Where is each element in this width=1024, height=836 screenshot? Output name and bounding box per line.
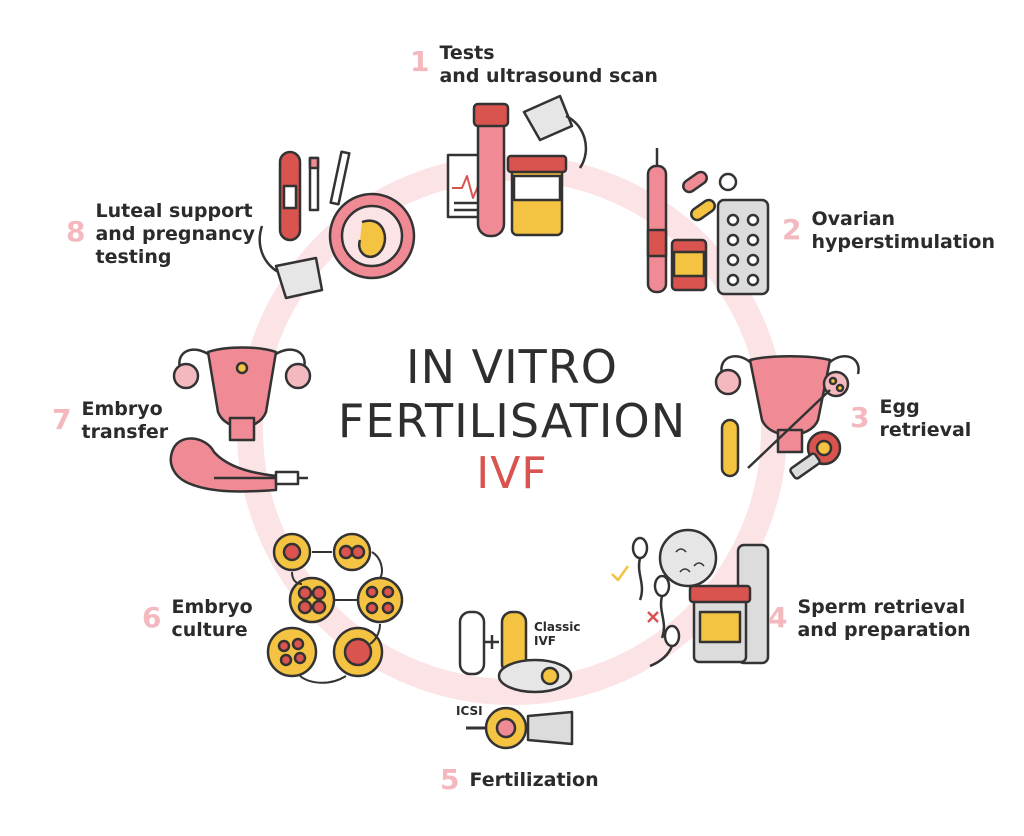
- step-text-line: Embryo: [81, 398, 163, 420]
- step-text-line: hyperstimulation: [811, 231, 995, 253]
- pill-blister-icon: [716, 198, 770, 296]
- step-number: 6: [142, 601, 162, 634]
- tests-illustration: [446, 94, 588, 238]
- fertilization-illustration: [458, 610, 574, 750]
- step-text-line: Ovarian: [811, 208, 896, 230]
- embryo-culture-illustration: [266, 532, 404, 684]
- ultrasound-probe-icon: [522, 94, 574, 142]
- step-text-line: Luteal support: [95, 200, 253, 222]
- classic-label-line: IVF: [534, 634, 556, 648]
- embryo-transfer-illustration: [169, 346, 312, 493]
- step-text-line: and ultrasound scan: [439, 65, 658, 87]
- classic-ivf-label: Classic IVF: [534, 620, 581, 648]
- step-text-line: and preparation: [797, 619, 971, 641]
- step-number: 4: [768, 601, 788, 634]
- ultrasound-probe-icon: [274, 256, 324, 300]
- step-text-line: Egg: [879, 396, 920, 418]
- microscope-view-icon: [658, 528, 718, 588]
- step-5-label: 5 Fertilization: [440, 766, 599, 794]
- icsi-label: ICSI: [456, 704, 483, 718]
- sperm-retrieval-illustration: [611, 528, 770, 668]
- step-text-line: Tests: [439, 42, 495, 64]
- step-text-line: Sperm retrieval: [797, 596, 966, 618]
- morula-icon: [266, 626, 318, 678]
- test-tube-icon: [458, 610, 486, 676]
- title-line-1: IN VITRO: [406, 340, 618, 394]
- step-text-line: retrieval: [879, 419, 972, 441]
- step-text-line: testing: [95, 246, 172, 268]
- egg-retrieval-illustration: [714, 355, 860, 480]
- step-text-line: transfer: [81, 421, 169, 443]
- collection-tube-icon: [720, 418, 740, 478]
- cross-icon: [647, 611, 659, 623]
- needle-icon: [747, 389, 831, 469]
- four-cell-embryo-icon: [288, 576, 336, 624]
- luteal-support-illustration: [258, 150, 416, 300]
- step-number: 2: [782, 213, 802, 246]
- checkmark-icon: [611, 565, 630, 582]
- step-text-line: Embryo: [171, 596, 253, 618]
- hyperstimulation-illustration: [646, 148, 770, 296]
- step-number: 3: [850, 401, 870, 434]
- petri-dish-icon: [497, 658, 573, 694]
- step-number: 8: [66, 215, 86, 248]
- step-text-line: and pregnancy: [95, 223, 256, 245]
- eight-cell-embryo-icon: [356, 576, 404, 624]
- title-abbreviation: IVF: [476, 448, 548, 499]
- plus-icon: [485, 635, 499, 649]
- uterus-icon: [748, 355, 832, 437]
- classic-label-line: Classic: [534, 620, 581, 634]
- uterus-icon: [206, 346, 278, 429]
- embryo-dot-icon: [235, 361, 249, 375]
- title-line-2: FERTILISATION: [337, 394, 687, 448]
- step-number: 5: [440, 763, 460, 796]
- step-text-line: culture: [171, 619, 248, 641]
- step-number: 7: [52, 403, 72, 436]
- step-text-line: Fertilization: [469, 769, 599, 791]
- capsule-icon: [682, 170, 708, 194]
- sperm-cell-icon: [631, 536, 649, 560]
- step-number: 1: [410, 45, 430, 78]
